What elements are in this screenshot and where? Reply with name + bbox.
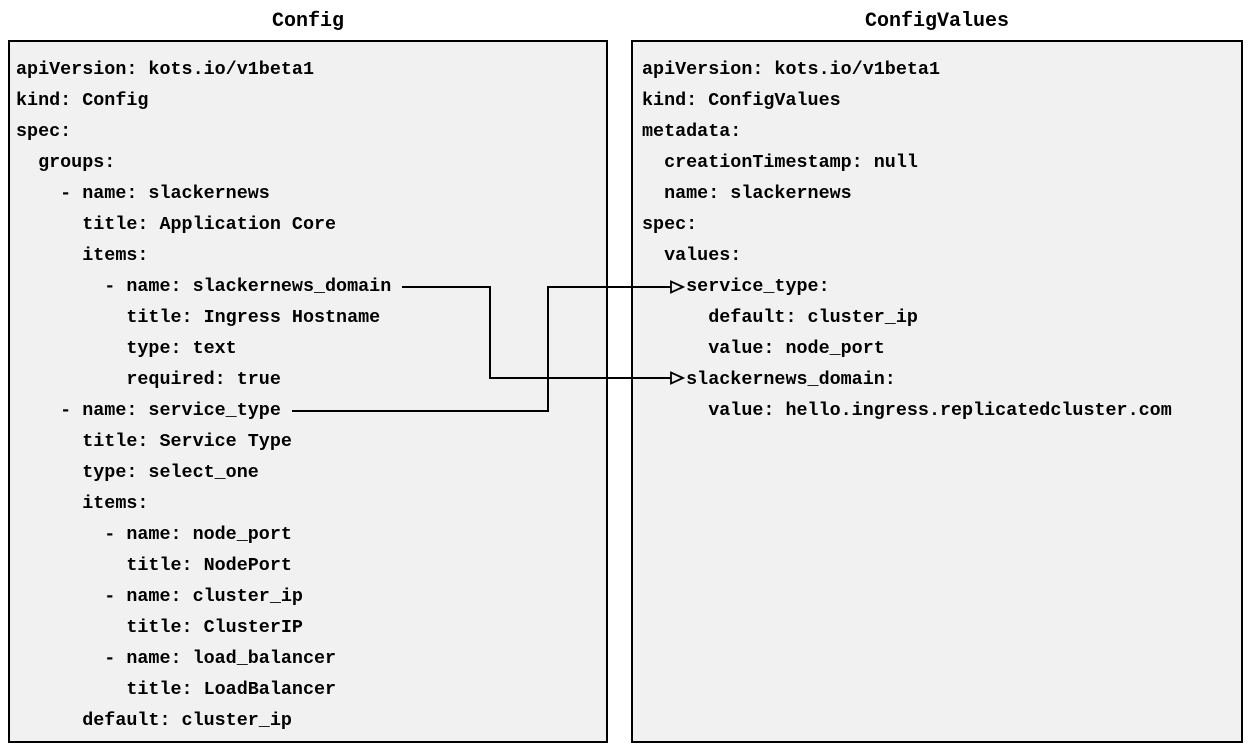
config-yaml-code: apiVersion: kots.io/v1beta1 kind: Config… bbox=[16, 59, 392, 731]
config-panel-title: Config bbox=[271, 10, 344, 33]
configvalues-panel-title: ConfigValues bbox=[864, 10, 1010, 33]
configvalues-yaml-code: apiVersion: kots.io/v1beta1 kind: Config… bbox=[642, 59, 1172, 421]
configvalues-yaml-panel: apiVersion: kots.io/v1beta1 kind: Config… bbox=[631, 40, 1243, 743]
config-yaml-panel: apiVersion: kots.io/v1beta1 kind: Config… bbox=[8, 40, 608, 743]
